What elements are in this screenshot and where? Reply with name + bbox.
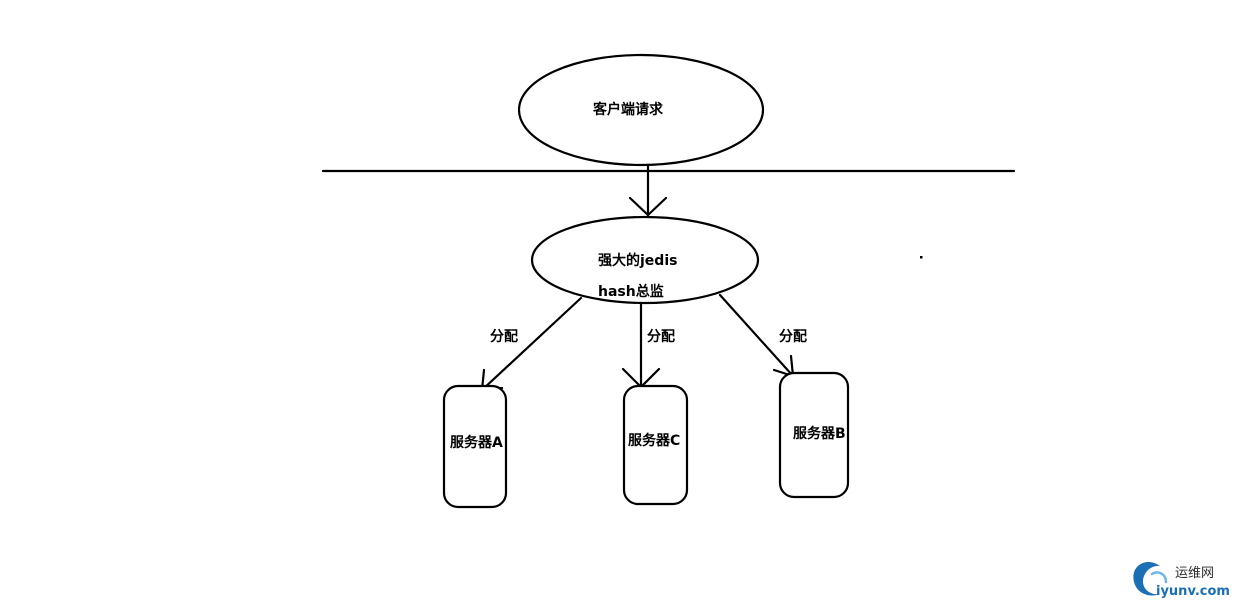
server-b-label: 服务器B [793,425,846,442]
arrow-to-server-c [621,301,661,389]
arrow-client-to-jedis [628,164,668,217]
server-c-label: 服务器C [628,432,680,449]
jedis-hash-node [530,215,760,305]
watermark-logo-accent-icon [1150,571,1168,584]
watermark-logo-icon [1133,561,1160,596]
server-a-node [442,384,508,509]
edge-label-server-c: 分配 [647,329,675,345]
client-request-node [517,53,765,167]
edge-label-server-b: 分配 [779,329,807,345]
server-a-label: 服务器A [450,434,503,451]
server-b-node [778,371,850,499]
stray-dot [920,256,923,259]
jedis-label-line2: hash总监 [598,283,664,300]
watermark-name: 运维网 [1175,566,1214,581]
edge-label-server-a: 分配 [490,329,518,345]
jedis-label-line1: 强大的jedis [598,252,677,269]
server-c-node [622,384,689,506]
watermark-site: iyunv.com [1156,584,1230,599]
client-request-label: 客户端请求 [592,101,664,118]
watermark: 运维网 iyunv.com [1133,561,1230,599]
